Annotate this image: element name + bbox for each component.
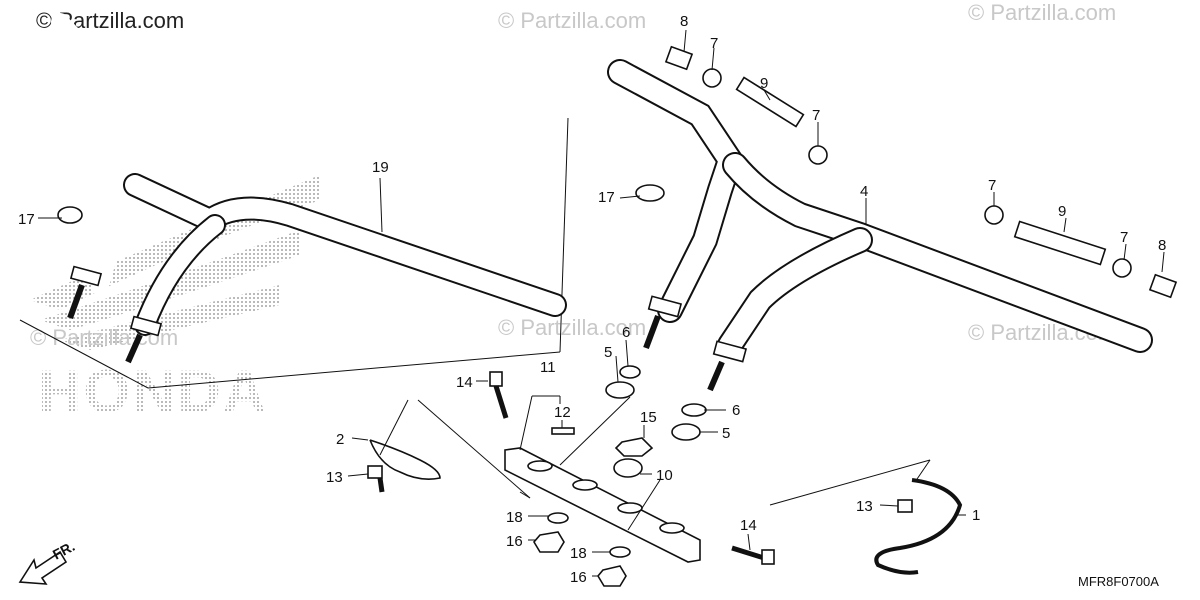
clip-17-left	[57, 206, 83, 224]
callout-1: 1	[972, 507, 980, 524]
callout-18-left: 18	[506, 509, 523, 526]
callout-12: 12	[554, 404, 571, 421]
callout-17-left: 17	[18, 211, 35, 228]
washer-18-right	[609, 546, 631, 558]
washer-6-left	[619, 365, 641, 379]
cushion-10	[613, 458, 643, 478]
callout-14-lower: 14	[740, 517, 757, 534]
callout-8-right: 8	[1158, 237, 1166, 254]
bolt-14-lower	[731, 545, 775, 565]
callout-7-mid: 7	[812, 107, 820, 124]
callout-6-left: 6	[622, 324, 630, 341]
handlebar-4	[607, 59, 1153, 392]
weight-9-upper	[735, 76, 805, 128]
plate-12	[551, 427, 575, 435]
handlebar-19	[51, 13, 567, 364]
nut-15	[614, 437, 654, 457]
diagram-code: MFR8F0700A	[1078, 574, 1159, 589]
honda-logo-text: HONDA	[38, 358, 268, 425]
nut-7-d	[1112, 258, 1132, 278]
leader-lines	[38, 29, 1165, 577]
callout-8-top: 8	[680, 13, 688, 30]
callout-2: 2	[336, 431, 344, 448]
washer-6-right	[681, 403, 707, 417]
clip-8-b	[1148, 273, 1178, 299]
handlebar-holder-11	[504, 447, 701, 563]
callout-9-top: 9	[760, 75, 768, 92]
nut-16-right	[597, 565, 627, 587]
watermark-top-center: © Partzilla.com	[498, 8, 646, 33]
callout-17-center: 17	[598, 189, 615, 206]
clip-17-center	[635, 184, 665, 202]
callout-11: 11	[540, 359, 556, 376]
wire-1	[874, 478, 963, 575]
callout-labels: 17 19 8 7 9 7 4 17 7 9 7 8 6 5 6 5 15 10…	[18, 13, 1166, 586]
callout-13-right: 13	[856, 498, 873, 515]
callout-6-right: 6	[732, 402, 740, 419]
callout-5-left: 5	[604, 344, 612, 361]
clip-8-a	[664, 45, 694, 71]
callout-4: 4	[860, 183, 868, 200]
callout-7-top: 7	[710, 35, 718, 52]
callout-19: 19	[372, 159, 389, 176]
callout-15: 15	[640, 409, 657, 426]
nut-7-a	[702, 68, 722, 88]
callout-13-left: 13	[326, 469, 343, 486]
bolt-14-upper	[489, 371, 509, 419]
watermark-top-right: © Partzilla.com	[968, 0, 1116, 25]
cushion-5-right	[671, 423, 701, 441]
nut-16-left	[533, 531, 565, 553]
cushion-5-left	[605, 381, 635, 399]
callout-5-right: 5	[722, 425, 730, 442]
callout-14-upper: 14	[456, 374, 473, 391]
nut-7-b	[808, 145, 828, 165]
callout-16-left: 16	[506, 533, 523, 550]
bolt-13-left	[367, 465, 385, 493]
washer-18-left	[547, 512, 569, 524]
clamp-2	[369, 439, 441, 480]
callout-18-right: 18	[570, 545, 587, 562]
nut-7-c	[984, 205, 1004, 225]
callout-9-right: 9	[1058, 203, 1066, 220]
callout-16-right: 16	[570, 569, 587, 586]
weight-9-right	[1013, 220, 1107, 266]
callout-7-far-right: 7	[1120, 229, 1128, 246]
front-direction-arrow: FR.	[18, 538, 77, 585]
watermark-mid-center: © Partzilla.com	[498, 315, 646, 340]
bolt-13-right	[897, 499, 913, 513]
callout-10: 10	[656, 467, 673, 484]
callout-7-right: 7	[988, 177, 996, 194]
